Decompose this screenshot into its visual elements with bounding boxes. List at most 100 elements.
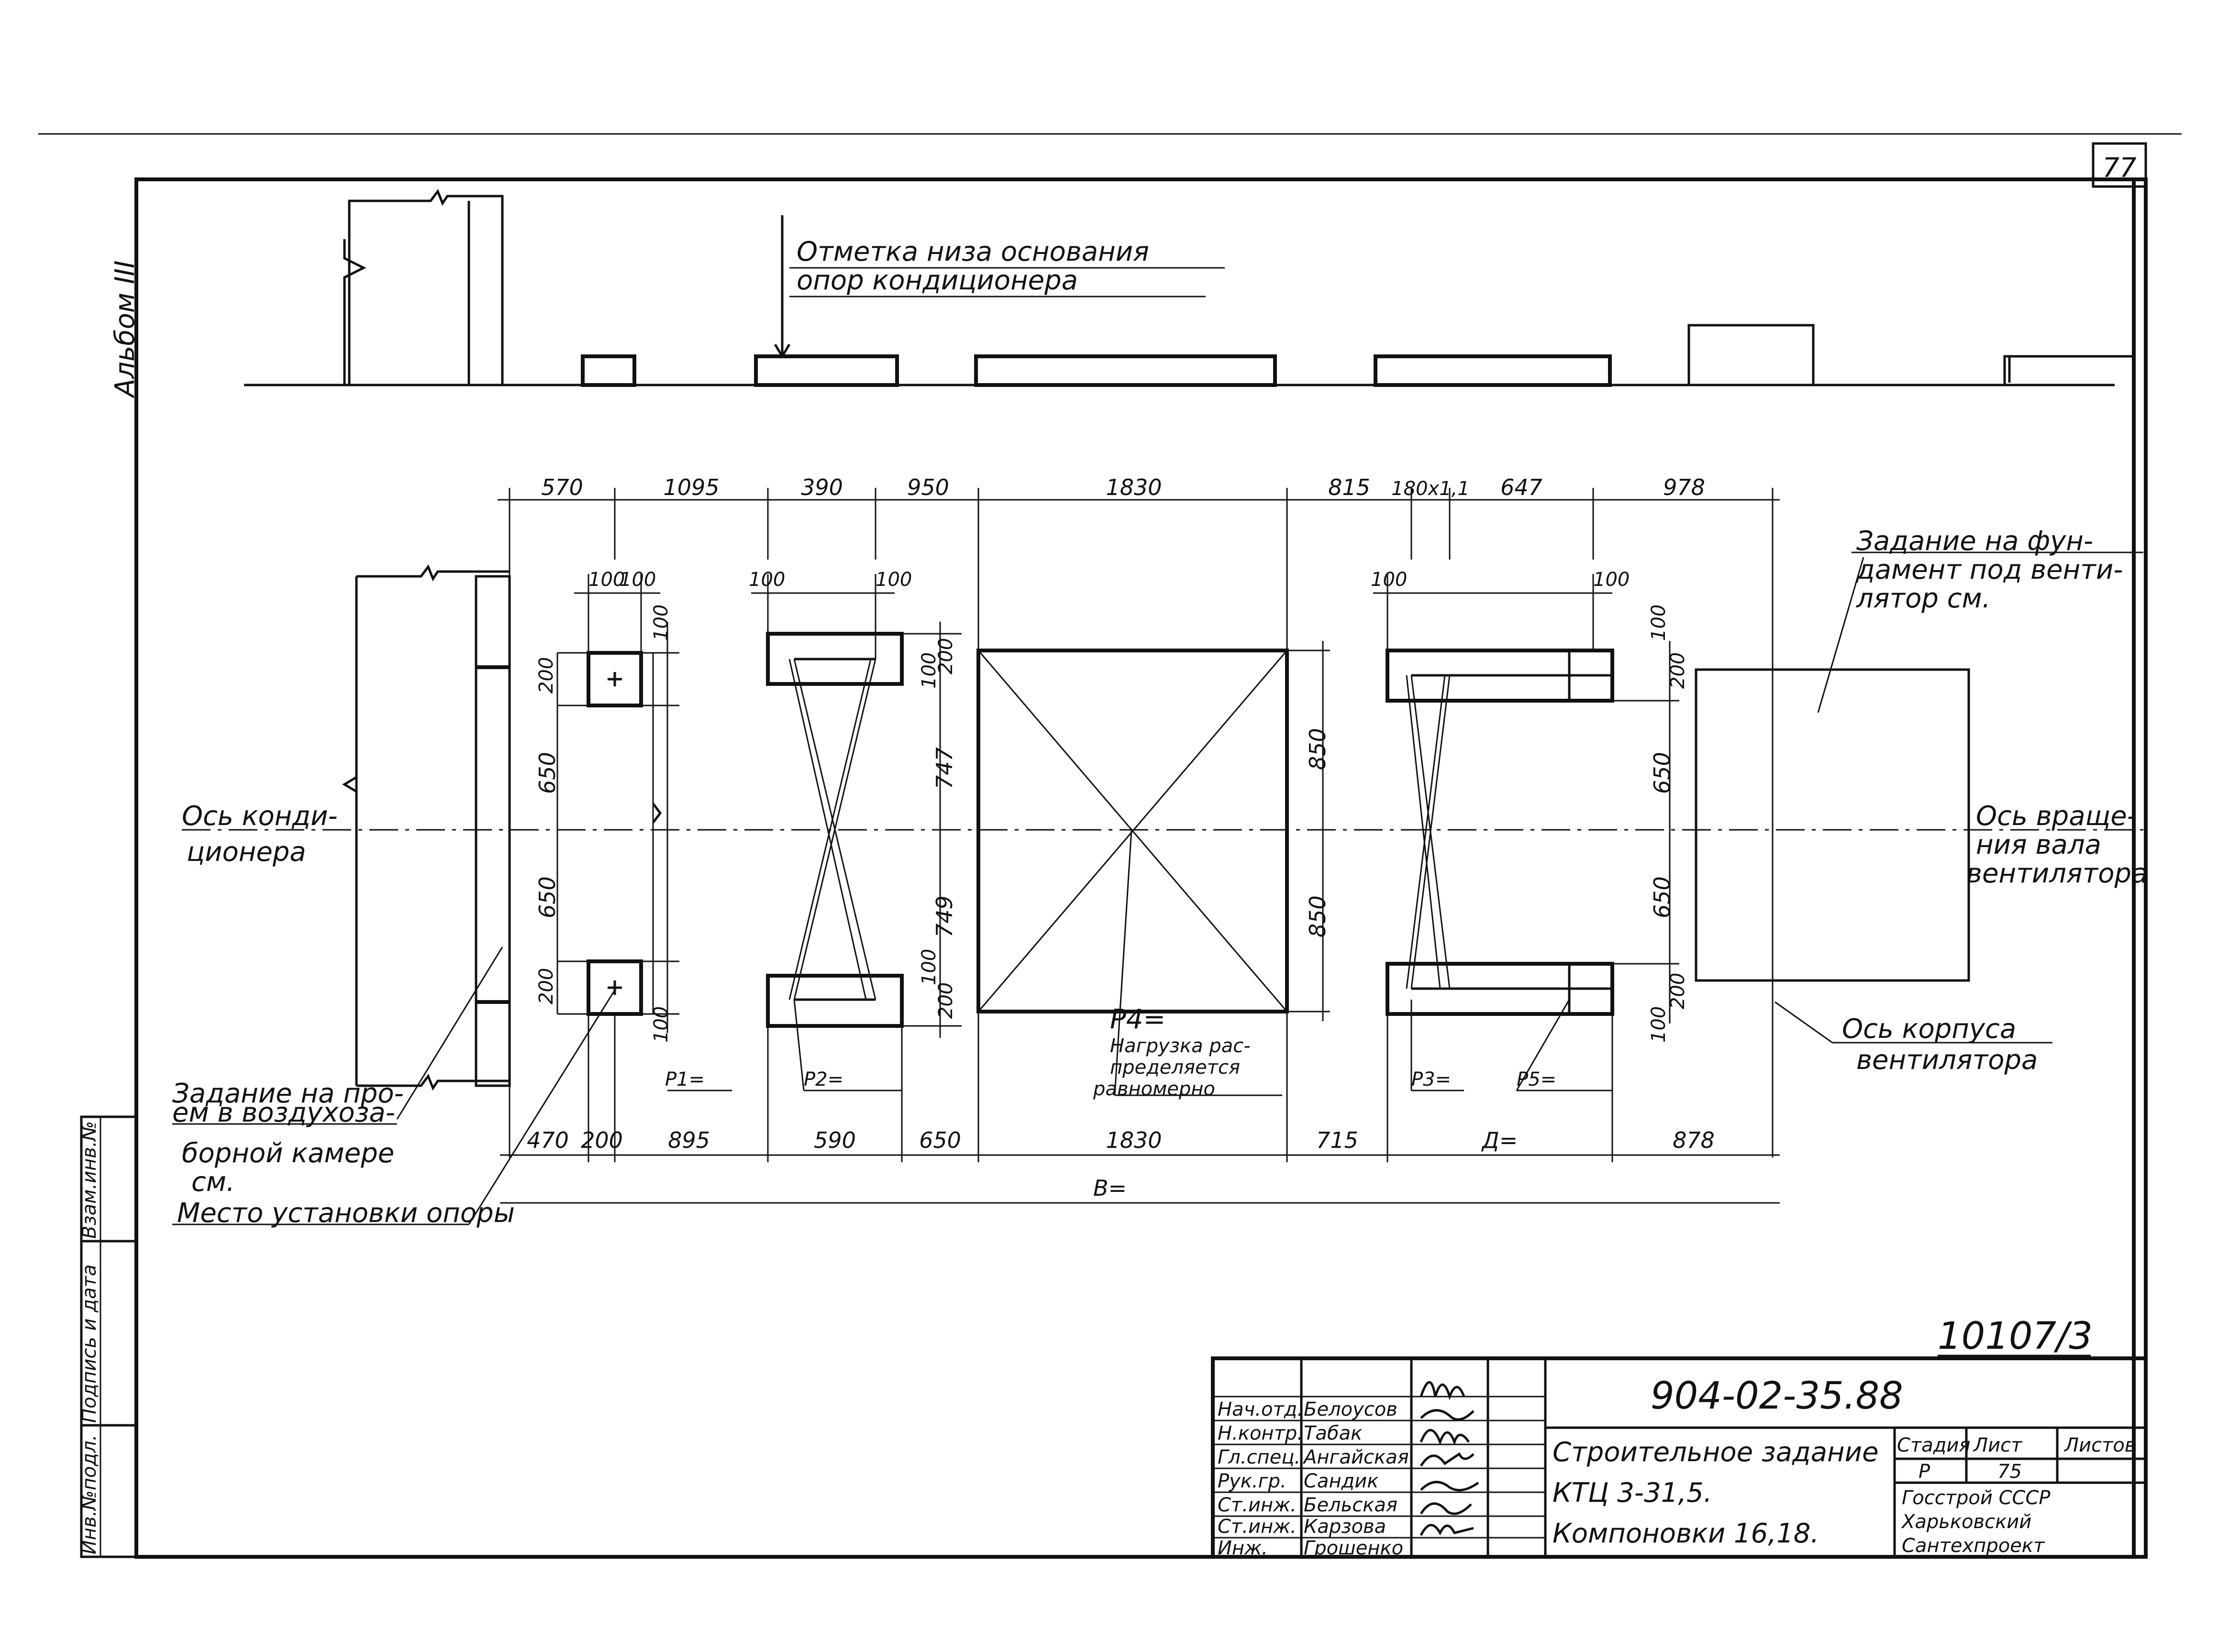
- elevation-note-2: опор кондиционера: [797, 265, 1078, 296]
- opening-task-label-1: Задание на про-: [172, 1078, 404, 1109]
- top-dim-4: 950: [907, 474, 949, 500]
- dim-100-j: 100: [918, 949, 940, 985]
- rotation-axis-label-2: ния вала: [1976, 829, 2101, 860]
- dim-747: 747: [932, 747, 957, 789]
- p4-note-3: равномерно: [1093, 1078, 1215, 1100]
- stage-value: Р: [1919, 1461, 1930, 1483]
- role-3: Гл.спец.: [1218, 1446, 1300, 1468]
- support-place-label: Место установки опоры: [177, 1198, 515, 1229]
- dim-200-n: 200: [535, 968, 557, 1004]
- b-equals-label: В=: [1093, 1175, 1127, 1201]
- side-column: Инв.№подл. Подпись и дата Взам.инв.№: [78, 1115, 138, 1558]
- dim-749: 749: [932, 895, 957, 937]
- name-6: Карзова: [1304, 1516, 1386, 1538]
- top-dim-8: 647: [1500, 474, 1542, 500]
- top-dim-6: 815: [1328, 474, 1370, 500]
- bottom-dim-1: 470: [527, 1127, 569, 1153]
- bottom-dim-4: 590: [814, 1127, 856, 1153]
- sheet-header: Лист: [1973, 1434, 2023, 1456]
- role-5: Ст.инж.: [1218, 1494, 1297, 1516]
- sheet-number-box: [2092, 142, 2147, 188]
- opening-task-label-3: борной камере: [182, 1138, 394, 1169]
- rotation-axis-label-3: вентилятора: [1966, 858, 2148, 889]
- plan-view: [172, 551, 2143, 1225]
- name-2: Табак: [1304, 1422, 1362, 1444]
- dim-200-q: 200: [1667, 652, 1689, 689]
- dim-650-t: 650: [534, 876, 560, 918]
- name-4: Сандик: [1304, 1470, 1378, 1492]
- dim-200-o: 200: [935, 638, 957, 674]
- bottom-dim-6: 1830: [1106, 1127, 1162, 1153]
- role-4: Рук.гр.: [1218, 1470, 1286, 1492]
- dim-100-k: 100: [1648, 605, 1670, 641]
- name-7: Грошенко: [1304, 1537, 1403, 1559]
- p4-label: P4=: [1110, 1004, 1165, 1035]
- dim-650-z: 650: [1649, 876, 1675, 918]
- top-dim-9: 978: [1663, 474, 1705, 500]
- elevation-view: [244, 188, 2134, 387]
- elevation-note-1: Отметка низа основания: [797, 236, 1149, 267]
- p4-note-2: пределяется: [1110, 1057, 1240, 1079]
- top-dim-1: 570: [541, 474, 583, 500]
- conditioner-axis-label-2: ционера: [187, 837, 306, 868]
- fan-task-label-3: лятор см.: [1856, 583, 1991, 614]
- sheet-frame: [134, 177, 2148, 1559]
- dim-850-x: 850: [1305, 895, 1331, 937]
- top-dim-3: 390: [801, 474, 843, 500]
- conditioner-axis-label-1: Ось конди-: [182, 801, 338, 832]
- dim-100-a: 100: [588, 569, 625, 591]
- org-line-1: Госстрой СССР: [1902, 1487, 2051, 1509]
- p5-label: P5=: [1517, 1068, 1556, 1090]
- bottom-dim-7: 715: [1316, 1127, 1358, 1153]
- doc-code: 904-02-35.88: [1651, 1375, 1903, 1418]
- dim-100-f: 100: [1593, 569, 1630, 591]
- stage-header: Стадия: [1897, 1434, 1970, 1456]
- fan-task-label-1: Задание на фун-: [1856, 526, 2093, 557]
- d-equals-label: Д=: [1481, 1127, 1518, 1153]
- bottom-dim-2: 200: [581, 1127, 623, 1153]
- p1-label: P1=: [665, 1068, 705, 1090]
- signatures: [1420, 1381, 1479, 1536]
- sheet-number-corner: 77: [2102, 153, 2137, 184]
- org-line-2: Харьковский: [1901, 1511, 2031, 1533]
- role-6: Ст.инж.: [1218, 1516, 1297, 1538]
- name-5: Бельская: [1304, 1494, 1397, 1516]
- sheets-header: Листов: [2063, 1434, 2136, 1456]
- org-line-3: Сантехпроект: [1902, 1535, 2045, 1557]
- fan-body-axis-label-1: Ось корпуса: [1842, 1013, 2016, 1045]
- title-line-1: Строительное задание: [1553, 1437, 1879, 1468]
- p4-note-1: Нагрузка рас-: [1110, 1035, 1251, 1057]
- title-line-2: КТЦ 3-31,5.: [1553, 1477, 1712, 1509]
- dim-200-p: 200: [935, 982, 957, 1019]
- rotation-axis-label-1: Ось враще-: [1976, 801, 2137, 832]
- dim-200-m: 200: [535, 657, 557, 694]
- album-label: Альбом III: [110, 261, 141, 399]
- dim-100-h: 100: [650, 1006, 672, 1043]
- role-7: Инж.: [1218, 1537, 1268, 1559]
- bottom-dim-8: 878: [1673, 1127, 1715, 1153]
- name-1: Белоусов: [1304, 1399, 1397, 1421]
- role-2: Н.контр.: [1218, 1422, 1303, 1444]
- dim-100-c: 100: [749, 569, 785, 591]
- fan-body-axis-label-2: вентилятора: [1856, 1045, 2038, 1076]
- bottom-dim-5: 650: [919, 1127, 961, 1153]
- side-signature-label: Подпись и дата: [78, 1265, 100, 1423]
- name-3: Ангайская: [1302, 1446, 1409, 1468]
- dim-650-s: 650: [534, 752, 560, 794]
- sheet-value: 75: [1997, 1461, 2022, 1483]
- side-inventory-label: Инв.№подл.: [78, 1434, 100, 1554]
- title-block: [1211, 1356, 2148, 1559]
- fan-task-label-2: дамент под венти-: [1856, 554, 2123, 585]
- dim-100-d: 100: [876, 569, 912, 591]
- dim-100-l: 100: [1648, 1006, 1670, 1043]
- opening-task-label-2: ем в воздухоза-: [172, 1097, 395, 1128]
- dim-200-r: 200: [1667, 973, 1689, 1009]
- dim-100-e: 100: [1371, 569, 1407, 591]
- role-1: Нач.отд.: [1218, 1399, 1303, 1421]
- bottom-dim-3: 895: [668, 1127, 710, 1153]
- opening-task-label-4: см.: [191, 1167, 235, 1198]
- side-replace-label: Взам.инв.№: [78, 1121, 100, 1239]
- dim-100-i: 100: [918, 652, 940, 689]
- title-line-3: Компоновки 16,18.: [1553, 1518, 1819, 1549]
